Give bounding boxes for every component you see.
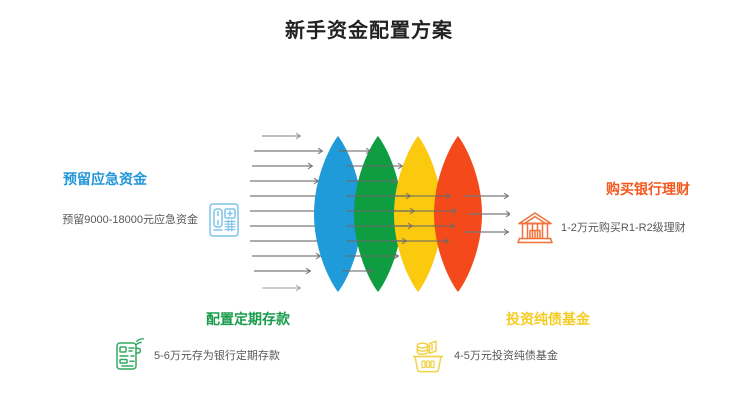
callout-bank-heading: 购买银行理财 bbox=[606, 181, 690, 197]
pos-terminal-icon bbox=[116, 338, 145, 370]
funnel-stage-blue bbox=[314, 136, 362, 292]
page-title: 新手资金配置方案 bbox=[285, 20, 453, 42]
funnel-diagram bbox=[250, 132, 510, 292]
callout-emergency-row: 预留9000-18000元应急资金 bbox=[14, 200, 244, 240]
funnel-stage-green bbox=[354, 136, 402, 292]
callout-bank[interactable]: 购买银行理财 1-2万元购买R1-R2级理财 bbox=[515, 180, 737, 248]
outflow-arrows bbox=[464, 192, 510, 236]
funnel-stage-yellow bbox=[394, 136, 442, 292]
callout-deposit-heading: 配置定期存款 bbox=[206, 311, 290, 327]
callout-deposit-description: 5-6万元存为银行定期存款 bbox=[154, 350, 280, 362]
callout-emergency-description: 预留9000-18000元应急资金 bbox=[62, 214, 198, 226]
callout-bondfund-heading: 投资纯债基金 bbox=[506, 311, 590, 327]
telephone-icon bbox=[209, 203, 239, 237]
callout-bank-description: 1-2万元购买R1-R2级理财 bbox=[561, 222, 686, 234]
callout-bondfund-row: 4-5万元投资纯债基金 bbox=[408, 336, 638, 376]
money-basket-icon bbox=[412, 340, 444, 373]
funnel-stage-orange bbox=[434, 136, 482, 292]
internal-arrows bbox=[338, 147, 458, 275]
bank-building-icon bbox=[517, 212, 553, 244]
callout-bank-row: 1-2万元购买R1-R2级理财 bbox=[515, 208, 737, 248]
callout-deposit[interactable]: 配置定期存款 5-6万元存为银行定期存款 bbox=[108, 310, 338, 376]
callout-emergency[interactable]: 预留应急资金 预留9000-18000元应急资金 bbox=[14, 170, 244, 240]
callout-deposit-row: 5-6万元存为银行定期存款 bbox=[108, 336, 338, 376]
callout-bondfund-description: 4-5万元投资纯债基金 bbox=[454, 350, 558, 362]
callout-bondfund[interactable]: 投资纯债基金 4-5万元投资纯债基金 bbox=[408, 310, 638, 376]
callout-emergency-heading: 预留应急资金 bbox=[63, 171, 147, 187]
